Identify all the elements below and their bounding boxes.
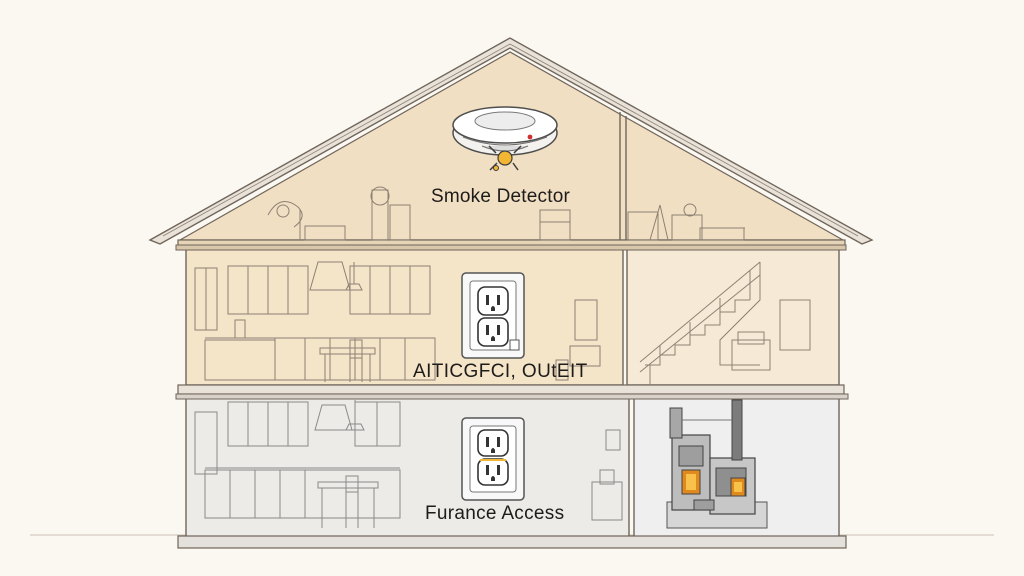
basement — [175, 393, 849, 549]
main-floor — [175, 244, 847, 395]
furnace-access-label: Furance Access — [425, 503, 565, 524]
kitchen-main — [194, 261, 436, 382]
basement-outlet-icon — [461, 417, 525, 501]
smoke-detector-icon — [452, 106, 558, 171]
living-room-main — [555, 299, 601, 381]
basement-furniture — [591, 429, 623, 521]
staircase-icon — [639, 261, 811, 384]
kitchen-basement — [194, 400, 401, 528]
gfci-outlet-icon — [461, 272, 525, 359]
attic-furniture-left — [267, 186, 571, 241]
roof — [148, 37, 874, 245]
attic-furniture-right — [627, 203, 745, 241]
furnace-icon — [666, 399, 768, 529]
gfci-outlet-label: AITICGFCI, OUtEIT — [413, 361, 588, 382]
smoke-detector-label: Smoke Detector — [431, 186, 571, 207]
